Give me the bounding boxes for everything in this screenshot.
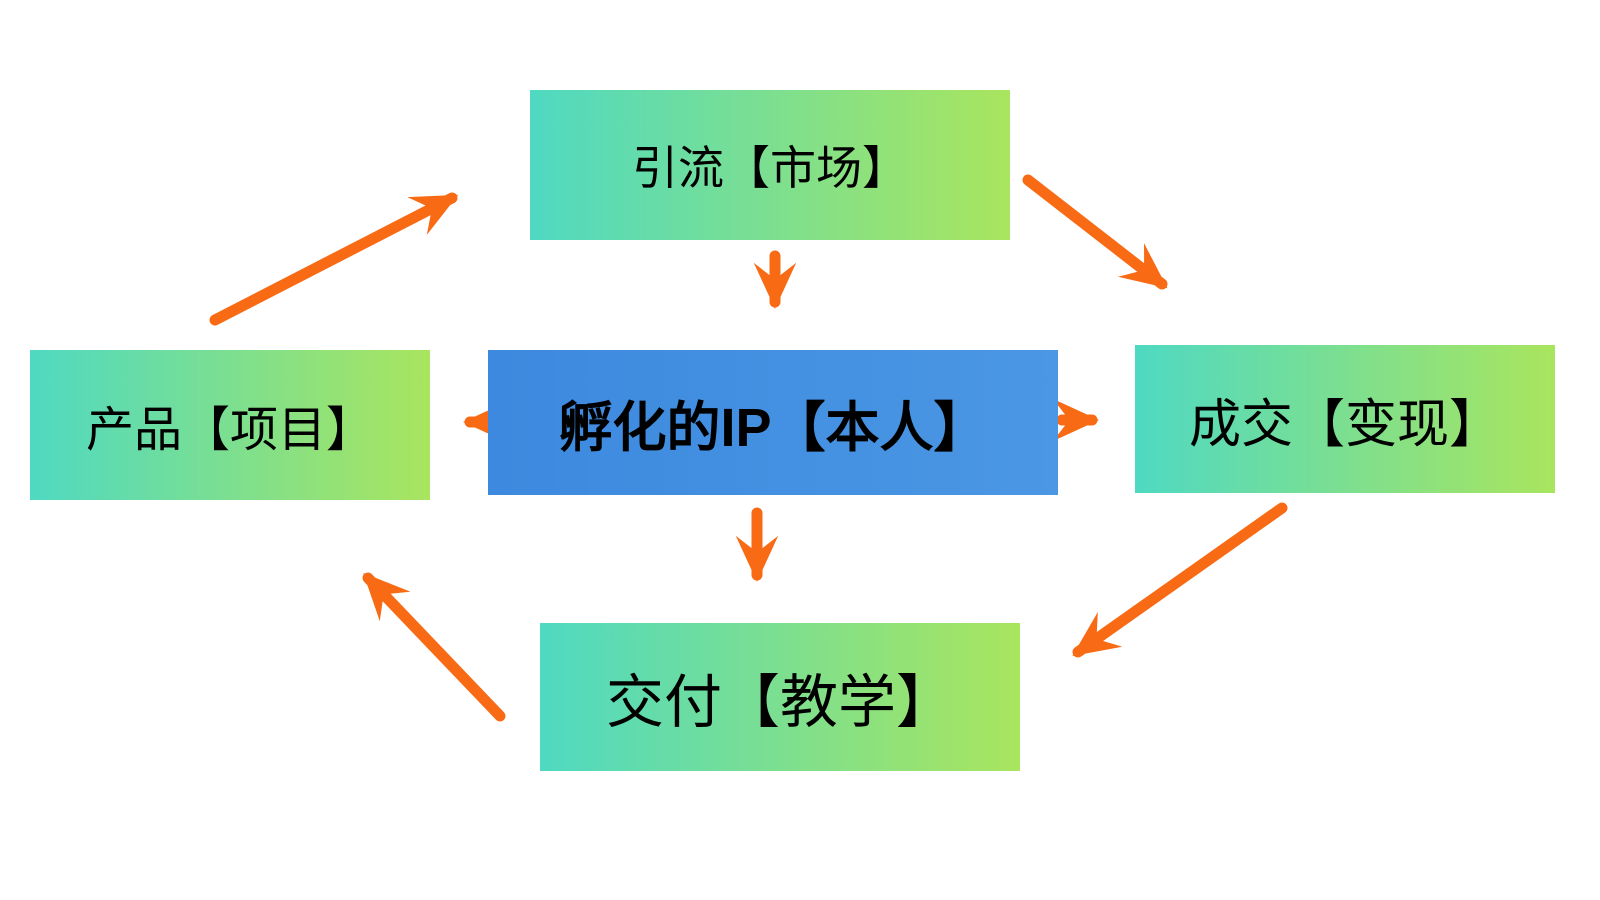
node-incubated-ip-label: 孵化的IP【本人】	[558, 398, 988, 458]
node-delivery-label: 交付【教学】	[605, 670, 954, 735]
arrow-deal-to-delivery	[1072, 502, 1288, 658]
node-delivery: 交付【教学】	[540, 623, 1020, 771]
node-product: 产品【项目】	[30, 350, 430, 500]
node-incubated-ip: 孵化的IP【本人】	[488, 350, 1058, 495]
node-product-label: 产品【项目】	[85, 404, 374, 457]
node-traffic: 引流【市场】	[530, 90, 1010, 240]
arrow-traffic-to-deal	[1022, 174, 1168, 290]
node-traffic-label: 引流【市场】	[632, 142, 908, 194]
arrow-delivery-to-product	[362, 572, 506, 722]
arrow-product-to-traffic	[209, 192, 459, 326]
node-deal-label: 成交【变现】	[1188, 395, 1501, 454]
node-deal: 成交【变现】	[1135, 345, 1555, 493]
